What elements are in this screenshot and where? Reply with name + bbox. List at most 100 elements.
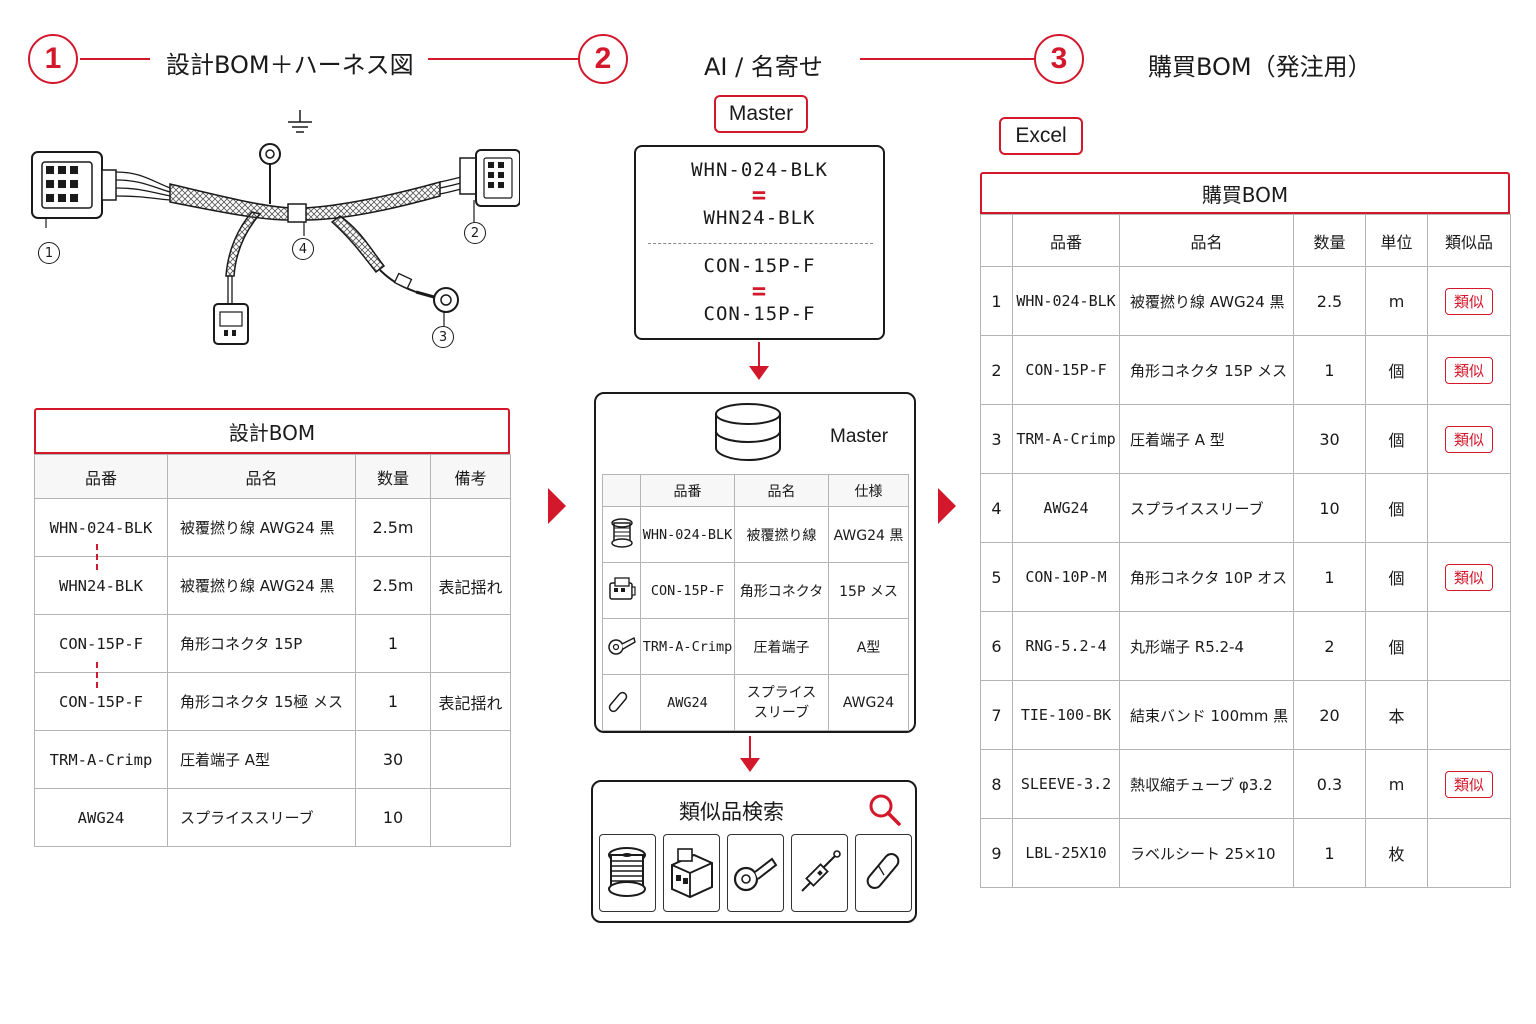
purchase-bom-header: 品番 品名 数量 単位 類似品: [980, 214, 1511, 267]
part-number: CON-15P-F: [34, 672, 168, 731]
part-name: 角形コネクタ 10P オス: [1119, 542, 1294, 612]
connector-icon: [671, 848, 713, 899]
similar-item-ring-terminal[interactable]: [727, 834, 784, 912]
row-number: 8: [980, 749, 1013, 819]
quantity: 2.5m: [355, 498, 431, 557]
part-number: CON-10P-M: [1012, 542, 1120, 612]
table-row[interactable]: AWG24 スプライス スリーブ AWG24: [602, 674, 909, 731]
step-2-number: 2: [594, 42, 612, 75]
unit: 個: [1365, 404, 1428, 474]
down-arrow-head: [749, 366, 769, 380]
design-bom-title: 設計BOM: [34, 408, 510, 454]
similar-cell: 類似: [1427, 335, 1511, 405]
search-icon[interactable]: [867, 792, 903, 828]
step-connector-line: [80, 58, 150, 60]
unit: 枚: [1365, 818, 1428, 888]
part-name: 結束バンド 100mm 黒: [1119, 680, 1294, 750]
part-name: 丸形端子 R5.2-4: [1119, 611, 1294, 681]
similar-cell: [1427, 611, 1511, 681]
connector-right-icon: [459, 149, 520, 222]
header-note: 備考: [430, 454, 511, 499]
similar-badge[interactable]: 類似: [1444, 287, 1493, 315]
part-number: WHN-024-BLK: [640, 506, 735, 563]
note: [430, 730, 511, 789]
part-number: TRM-A-Crimp: [640, 618, 735, 675]
table-row[interactable]: TRM-A-Crimp 圧着端子 A型: [602, 618, 909, 675]
part-name: 被覆撚り線 AWG24 黒: [167, 498, 356, 557]
quantity: 10: [355, 788, 431, 847]
similar-badge[interactable]: 類似: [1444, 425, 1493, 453]
similar-item-crimp-terminal[interactable]: [791, 834, 848, 912]
similar-item-connector[interactable]: [663, 834, 720, 912]
similar-badge[interactable]: 類似: [1444, 356, 1493, 384]
quantity: 2.5m: [355, 556, 431, 615]
similar-search-panel[interactable]: 類似品検索: [591, 780, 917, 923]
unit: m: [1365, 749, 1428, 819]
part-name: スプライススリーブ: [167, 788, 356, 847]
step-1-title: 設計BOM＋ハーネス図: [166, 51, 414, 79]
down-arrow: [749, 736, 751, 758]
splice-sleeve-icon: [602, 674, 641, 731]
part-name: スプライス スリーブ: [734, 674, 829, 731]
similar-item-wire-spool[interactable]: [599, 834, 656, 912]
wire-spool-icon: [608, 847, 646, 897]
similar-badge[interactable]: 類似: [1444, 770, 1493, 798]
similar-cell: [1427, 680, 1511, 750]
mapping-source: WHN-024-BLK: [691, 159, 828, 181]
header-spec: 仕様: [828, 474, 909, 507]
quantity: 30: [355, 730, 431, 789]
similar-cell: [1427, 818, 1511, 888]
wire-spool-icon: [602, 506, 641, 563]
down-arrow: [758, 342, 760, 366]
part-spec: AWG24: [828, 674, 909, 731]
table-row[interactable]: WHN-024-BLK 被覆撚り線 AWG24 黒: [602, 506, 909, 563]
callout-3: 3: [432, 326, 454, 348]
quantity: 10: [1293, 473, 1366, 543]
part-number: TRM-A-Crimp: [34, 730, 168, 789]
similar-cell: 類似: [1427, 266, 1511, 336]
part-name: 圧着端子: [734, 618, 829, 675]
unit: 本: [1365, 680, 1428, 750]
unit: m: [1365, 266, 1428, 336]
ring-terminal-icon: [733, 857, 778, 892]
similar-cell: 類似: [1427, 404, 1511, 474]
similar-badge[interactable]: 類似: [1444, 563, 1493, 591]
note: 表記揺れ: [430, 672, 511, 731]
purchase-bom-title: 購買BOM: [980, 172, 1510, 214]
connector-icon: [602, 562, 641, 619]
part-name: 圧着端子 A型: [167, 730, 356, 789]
part-name: 被覆撚り線: [734, 506, 829, 563]
row-number: 6: [980, 611, 1013, 681]
quantity: 1: [355, 672, 431, 731]
header-quantity: 数量: [355, 454, 431, 499]
part-number: CON-15P-F: [640, 562, 735, 619]
similar-item-sleeve[interactable]: [855, 834, 912, 912]
part-name: スプライススリーブ: [1119, 473, 1294, 543]
step-3-badge: 3: [1034, 34, 1084, 84]
callout-1: 1: [38, 242, 60, 264]
table-row[interactable]: CON-15P-F 角形コネクタ 15P メス: [602, 562, 909, 619]
mapping-source: CON-15P-F: [703, 255, 816, 277]
quantity: 1: [1293, 335, 1366, 405]
row-number: 2: [980, 335, 1013, 405]
row-number: 3: [980, 404, 1013, 474]
variant-link-line: [96, 544, 98, 570]
header-quantity: 数量: [1293, 214, 1366, 267]
